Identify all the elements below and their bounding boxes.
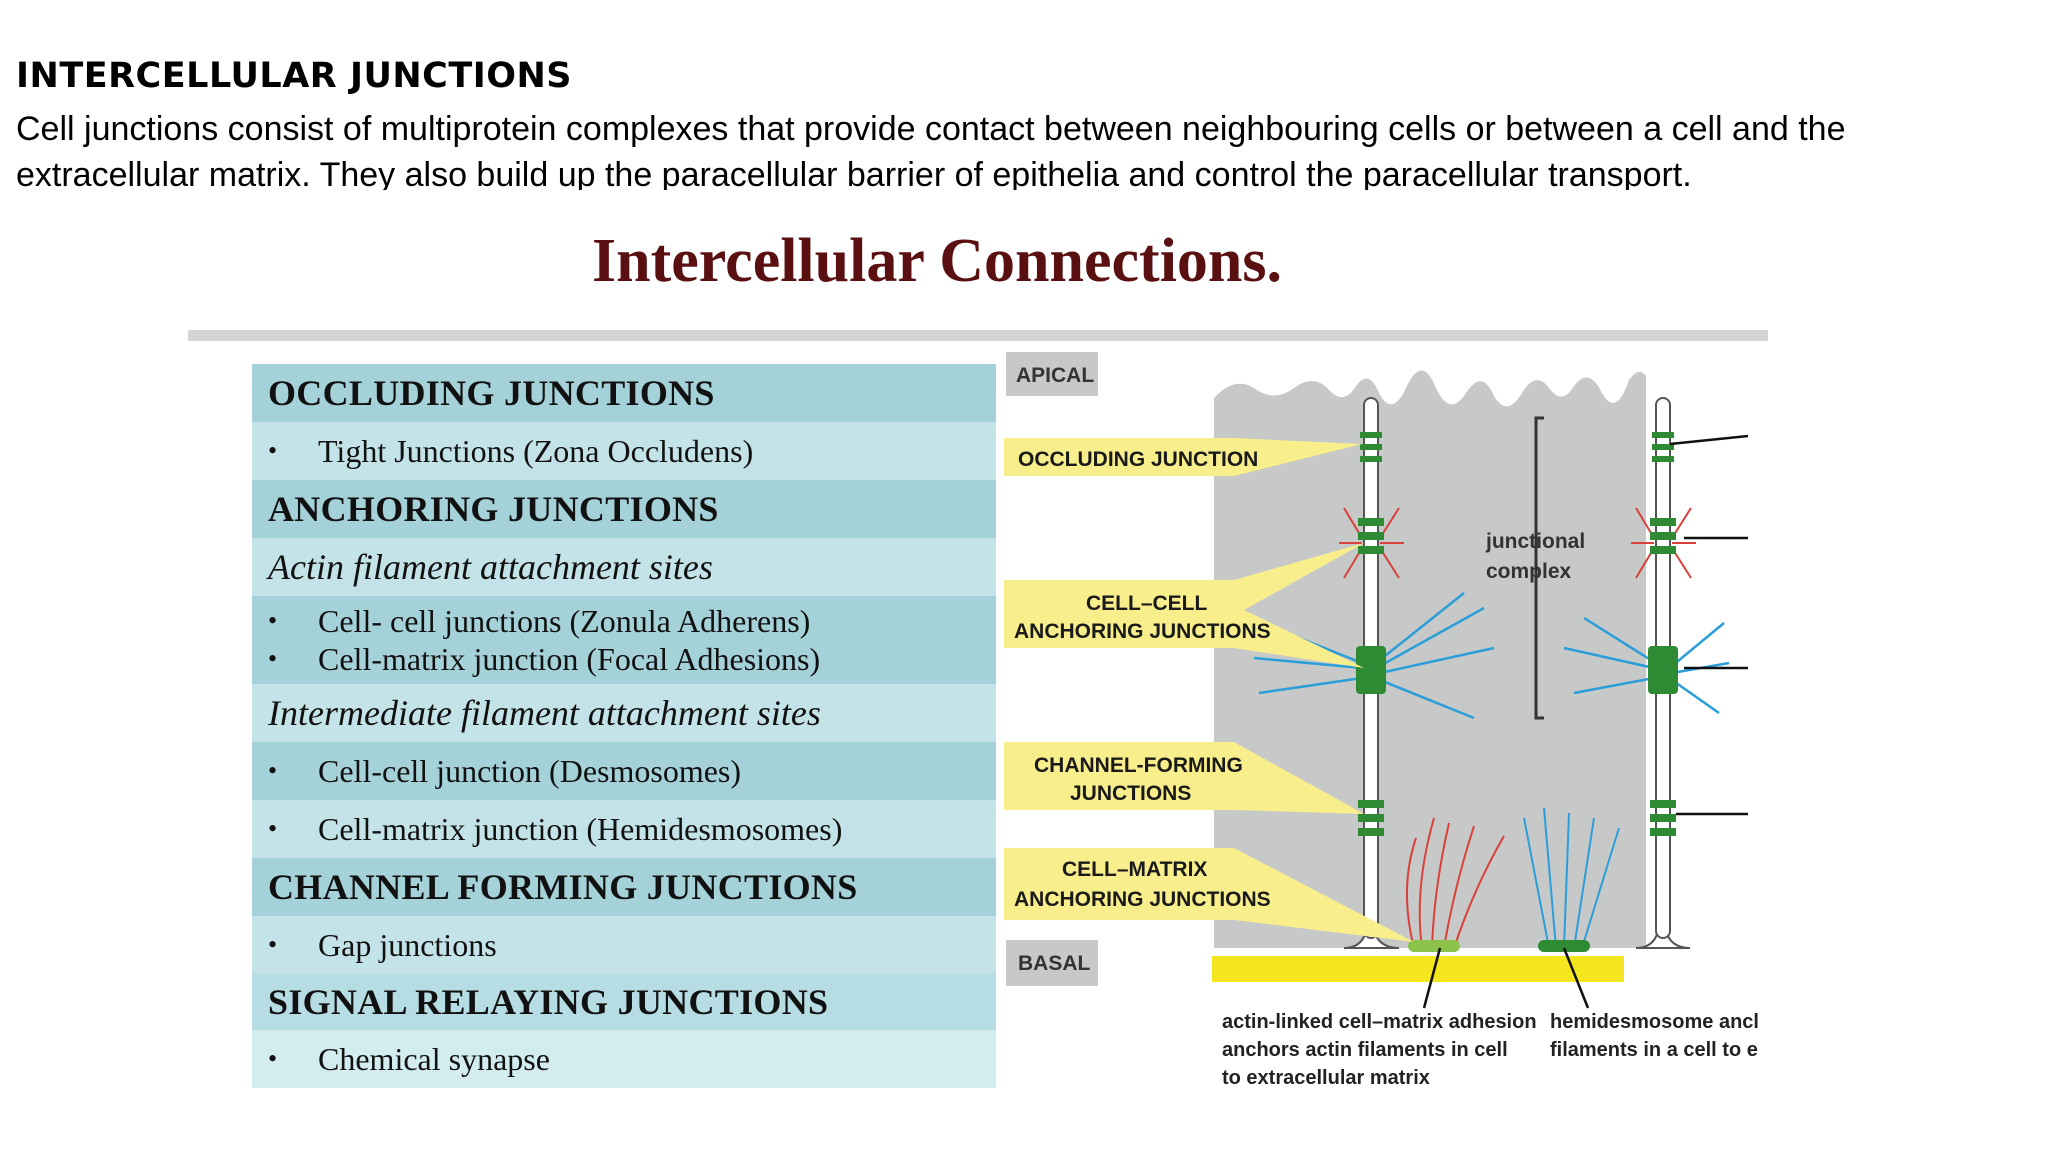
junctional-complex-bracket [1534,416,1544,720]
hemidesmosome [1523,807,1620,952]
junction-diagram: junctional complex OCCLUDING JUNCTION CE… [1004,352,1759,1089]
bullet: • [268,644,278,673]
callout-channel: CHANNEL-FORMING JUNCTIONS [1004,742,1364,814]
junctional-label-2: complex [1486,560,1572,583]
callout-cell-cell: CELL–CELL ANCHORING JUNCTIONS [1004,543,1364,668]
title-divider [188,330,1768,341]
apical-tag [1006,352,1098,396]
chemical-synapse-text: Chemical synapse [318,1041,550,1077]
tight-junction-marks [1360,432,1674,462]
intermediate-header-text: Intermediate filament attachment sites [268,693,821,733]
intermediate-attachment-header: Intermediate filament attachment sites [252,684,996,742]
actin-items-row: •Cell- cell junctions (Zonula Adherens) … [252,596,996,684]
occluding-junction-label: OCCLUDING JUNCTION [1018,448,1258,471]
focal-adhesion [1405,817,1505,952]
hemidesmosomes-row: • Cell-matrix junction (Hemidesmosomes) [252,800,996,858]
bullet: • [268,436,278,465]
occluding-item-row: • Tight Junctions (Zona Occludens) [252,422,996,480]
junction-classification-table: OCCLUDING JUNCTIONS • Tight Junctions (Zo… [252,364,996,1088]
junctional-label-1: junctional [1485,530,1585,553]
hemidesmosomes-text: Cell-matrix junction (Hemidesmosomes) [318,811,843,847]
signal-relaying-header: SIGNAL RELAYING JUNCTIONS [252,974,996,1030]
basal-tag [1006,940,1098,986]
cell-cell-label-2: ANCHORING JUNCTIONS [1014,620,1271,643]
caption-left-1: actin-linked cell–matrix adhesion [1222,1011,1537,1033]
intro-paragraph: Cell junctions consist of multiprotein c… [16,110,1846,190]
zonula-adherens-text: Cell- cell junctions (Zonula Adherens) [318,603,811,639]
desmosome [1253,592,1730,720]
channel-forming-header: CHANNEL FORMING JUNCTIONS [252,858,996,916]
actin-attachment-header: Actin filament attachment sites [252,538,996,596]
gap-junctions-row: • Gap junctions [252,916,996,974]
basal-label: BASAL [1018,952,1091,975]
occluding-junctions-header: OCCLUDING JUNCTIONS [252,364,996,422]
anchoring-junctions-header: ANCHORING JUNCTIONS [252,480,996,538]
callout-cell-matrix: CELL–MATRIX ANCHORING JUNCTIONS [1004,848,1414,942]
caption-right-1: hemidesmosome ancl [1550,1011,1759,1033]
bullet: • [268,1044,278,1073]
caption-left-2: anchors actin filaments in cell [1222,1039,1508,1061]
bullet: • [268,930,278,959]
channel-label-2: JUNCTIONS [1070,782,1191,805]
bullet: • [268,606,278,635]
right-leader-lines [1669,434,1749,816]
caption-left-3: to extracellular matrix [1222,1067,1430,1089]
callout-occluding: OCCLUDING JUNCTION [1004,438,1362,476]
actin-header-text: Actin filament attachment sites [268,547,713,587]
caption-right-2: filaments in a cell to e [1550,1039,1758,1061]
adherens-junction [1339,507,1696,579]
channel-label-1: CHANNEL-FORMING [1034,754,1243,777]
bullet: • [268,756,278,785]
signal-header-text: SIGNAL RELAYING JUNCTIONS [268,982,829,1022]
desmosomes-text: Cell-cell junction (Desmosomes) [318,753,742,789]
basal-lamina [1212,956,1624,982]
gap-junctions-text: Gap junctions [318,927,497,963]
occluding-header-text: OCCLUDING JUNCTIONS [268,373,715,413]
slide-title: Intercellular Connections. [592,227,1283,295]
page-heading: INTERCELLULAR JUNCTIONS [16,56,573,96]
anchoring-header-text: ANCHORING JUNCTIONS [268,489,719,529]
cell-matrix-label-2: ANCHORING JUNCTIONS [1014,888,1271,911]
focal-adhesions-text: Cell-matrix junction (Focal Adhesions) [318,641,821,677]
chemical-synapse-row: • Chemical synapse [252,1030,996,1088]
gap-junction [1358,800,1676,836]
tight-junctions-text: Tight Junctions (Zona Occludens) [318,433,754,469]
bullet: • [268,814,278,843]
desmosomes-row: • Cell-cell junction (Desmosomes) [252,742,996,800]
cell-cell-label-1: CELL–CELL [1086,592,1208,615]
bottom-leader-lines [1422,947,1590,1009]
channel-header-text: CHANNEL FORMING JUNCTIONS [268,867,858,907]
apical-label: APICAL [1016,364,1094,387]
cell-matrix-label-1: CELL–MATRIX [1062,858,1207,881]
